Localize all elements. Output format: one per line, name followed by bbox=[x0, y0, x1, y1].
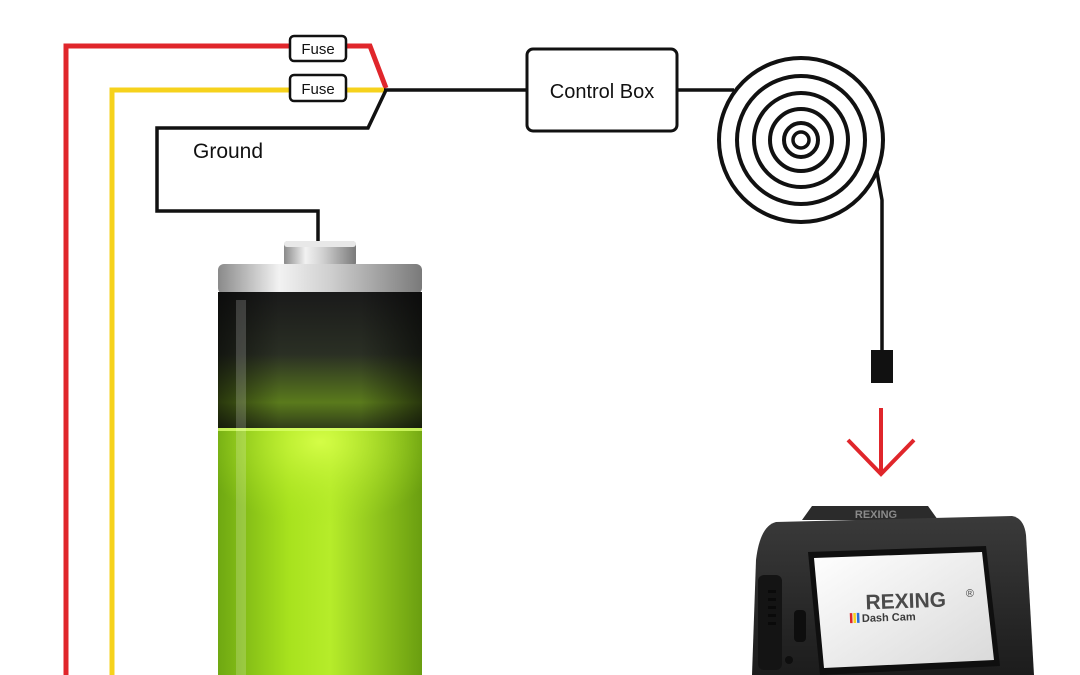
down-arrow-icon bbox=[846, 408, 916, 477]
battery-icon bbox=[218, 241, 422, 675]
ground-label: Ground bbox=[193, 140, 263, 163]
red-wire-after-fuse bbox=[346, 43, 389, 89]
cable-coil-icon bbox=[717, 56, 885, 224]
dash-cam-icon: REXING REXING ® Dash Cam bbox=[752, 506, 1034, 675]
fuse-bottom: Fuse bbox=[288, 73, 348, 103]
fuse-top-label: Fuse bbox=[301, 41, 334, 58]
registered-mark: ® bbox=[966, 588, 975, 600]
dash-cam-subtitle: Dash Cam bbox=[862, 611, 916, 625]
plug-connector-icon bbox=[871, 350, 893, 383]
camera-cable bbox=[875, 171, 884, 352]
fuse-bottom-label: Fuse bbox=[301, 81, 334, 98]
control-box-label: Control Box bbox=[550, 81, 655, 103]
control-box: Control Box bbox=[525, 47, 679, 133]
fuse-top: Fuse bbox=[288, 34, 348, 63]
dash-cam-top-brand: REXING bbox=[855, 509, 897, 521]
brand-stripe-icon bbox=[849, 612, 860, 624]
red-wire bbox=[63, 43, 290, 675]
dash-cam-screen-brand: REXING bbox=[865, 589, 946, 615]
ground-wire bbox=[155, 89, 388, 243]
yellow-wire bbox=[109, 87, 290, 675]
vent-slots bbox=[768, 590, 776, 625]
